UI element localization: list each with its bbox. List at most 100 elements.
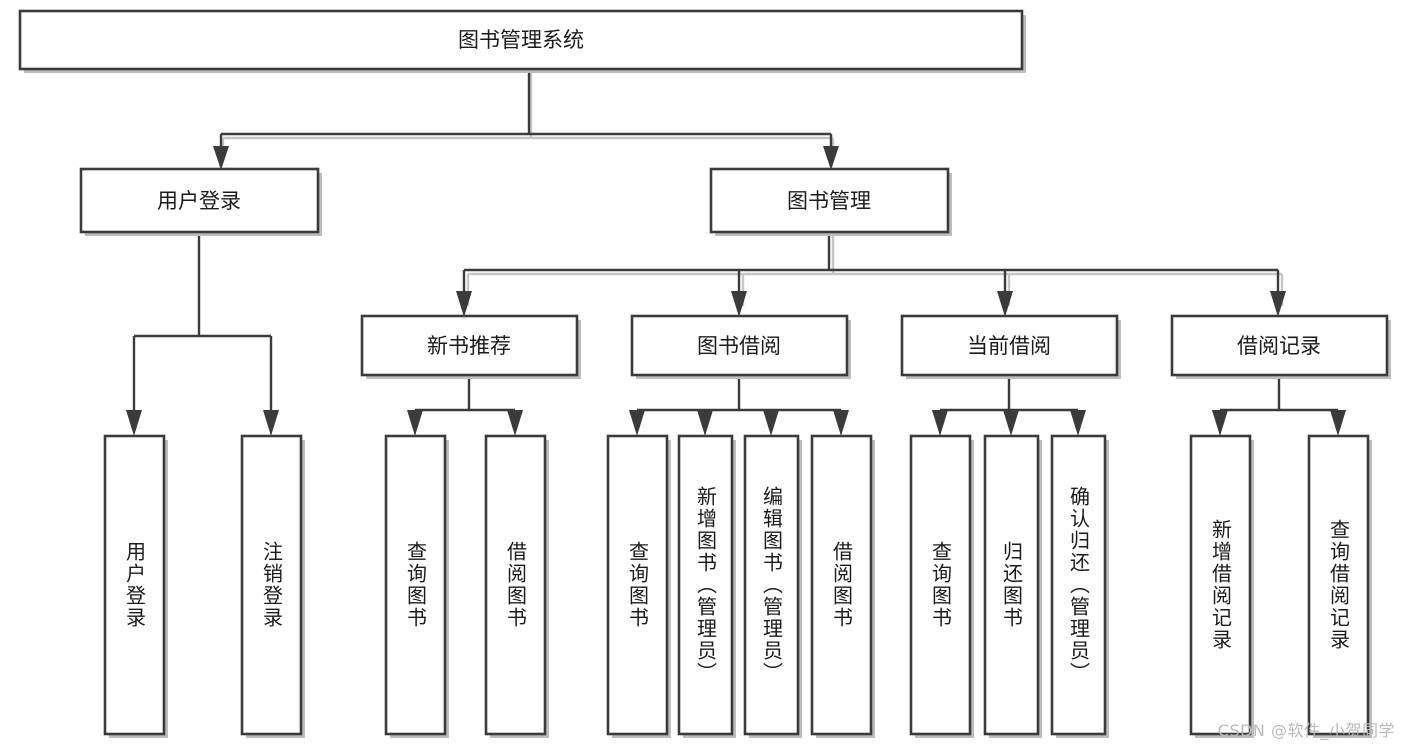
arrow-to-leaf-add-record	[1212, 410, 1228, 436]
arrow-to-leaf-logout	[263, 410, 279, 436]
leaf-logout-label-container: 注销登录	[259, 541, 284, 629]
arrow-to-new-book-rec	[456, 291, 472, 317]
book-borrow-box[interactable]	[630, 314, 849, 377]
edge-book-manage-to-level3	[462, 232, 1280, 302]
leaf-query-book-1-label-container: 查询图书	[403, 541, 428, 629]
arrow-to-leaf-edit-book	[763, 410, 779, 436]
node-leaf-borrow-book-1[interactable]: 借阅图书	[484, 434, 549, 738]
leaf-query-record-label: 查询借阅记录	[1326, 519, 1351, 651]
node-leaf-query-record[interactable]: 查询借阅记录	[1307, 434, 1372, 738]
arrow-to-leaf-query-book-1	[407, 410, 423, 436]
edges-layer	[126, 69, 1346, 436]
leaf-return-book-box[interactable]	[983, 434, 1040, 736]
leaf-borrow-book-1-label: 借阅图书	[503, 541, 528, 629]
leaf-borrow-book-1-box[interactable]	[484, 434, 547, 736]
node-borrow-record[interactable]: 借阅记录	[1170, 314, 1391, 379]
borrow-record-label: 借阅记录	[1237, 334, 1321, 358]
arrow-to-leaf-user-login	[126, 410, 142, 436]
leaf-add-book-label: 新增图书（管理员）	[693, 486, 718, 684]
node-leaf-add-record[interactable]: 新增借阅记录	[1189, 434, 1254, 738]
leaf-add-record-box[interactable]	[1189, 434, 1252, 736]
leaf-user-login-box[interactable]	[103, 434, 166, 736]
edge-book-borrow-to-leaves	[635, 375, 843, 420]
leaf-query-book-3-label: 查询图书	[928, 541, 953, 629]
node-current-borrow[interactable]: 当前借阅	[900, 314, 1121, 379]
leaf-user-login-label-container: 用户登录	[122, 541, 147, 629]
leaf-borrow-book-2-label-container: 借阅图书	[829, 541, 854, 629]
leaves-layer: 用户登录 注销登录 查询图书 借阅图书 查询图书 新增图书（管理员） 编辑图书（管理员） 借阅…	[103, 434, 1372, 738]
book-manage-label: 图书管理	[787, 189, 871, 213]
current-borrow-label: 当前借阅	[967, 334, 1051, 358]
node-book-manage[interactable]: 图书管理	[709, 167, 952, 236]
leaf-logout-box[interactable]	[240, 434, 303, 736]
leaf-query-book-1-box[interactable]	[384, 434, 447, 736]
leaf-query-book-2-label-container: 查询图书	[625, 541, 650, 629]
edge-root-to-level2	[219, 69, 833, 156]
user-login-box[interactable]	[79, 167, 320, 234]
leaf-query-record-box[interactable]	[1307, 434, 1370, 736]
leaf-borrow-book-2-box[interactable]	[810, 434, 873, 736]
arrow-to-book-manage	[823, 146, 839, 170]
arrow-to-leaf-borrow-book-2	[833, 410, 849, 436]
leaf-edit-book-label: 编辑图书（管理员）	[759, 486, 784, 684]
leaf-edit-book-label-container: 编辑图书（管理员）	[759, 486, 784, 684]
leaf-user-login-label: 用户登录	[122, 541, 147, 629]
leaf-query-book-3-box[interactable]	[909, 434, 972, 736]
leaf-confirm-return-label-container: 确认归还（管理员）	[1066, 486, 1091, 684]
leaf-confirm-return-label: 确认归还（管理员）	[1066, 486, 1091, 684]
edge-new-book-rec-to-leaves	[413, 375, 517, 420]
new-book-rec-box[interactable]	[360, 314, 579, 377]
leaf-add-book-label-container: 新增图书（管理员）	[693, 486, 718, 684]
leaf-return-book-label-container: 归还图书	[999, 541, 1024, 629]
book-borrow-label: 图书借阅	[697, 334, 781, 358]
leaf-logout-label: 注销登录	[259, 541, 284, 629]
arrow-to-current-borrow	[997, 291, 1013, 317]
node-new-book-rec[interactable]: 新书推荐	[360, 314, 581, 379]
leaf-query-book-2-label: 查询图书	[625, 541, 650, 629]
arrow-to-user-login	[213, 146, 229, 170]
leaf-add-book-box[interactable]	[677, 434, 734, 736]
arrow-to-borrow-record	[1270, 291, 1286, 317]
node-leaf-user-login[interactable]: 用户登录	[103, 434, 168, 738]
arrow-to-leaf-confirm-return	[1070, 410, 1086, 436]
current-borrow-box[interactable]	[900, 314, 1119, 377]
node-leaf-return-book[interactable]: 归还图书	[983, 434, 1042, 738]
leaf-return-book-label: 归还图书	[999, 541, 1024, 629]
leaf-add-record-label: 新增借阅记录	[1208, 519, 1233, 651]
new-book-rec-label: 新书推荐	[427, 334, 511, 358]
leaf-edit-book-box[interactable]	[743, 434, 800, 736]
leaf-borrow-book-1-label-container: 借阅图书	[503, 541, 528, 629]
arrow-to-leaf-query-record	[1330, 410, 1346, 436]
node-leaf-query-book-3[interactable]: 查询图书	[909, 434, 974, 738]
leaf-borrow-book-2-label: 借阅图书	[829, 541, 854, 629]
arrow-to-leaf-query-book-3	[932, 410, 948, 436]
borrow-record-box[interactable]	[1170, 314, 1389, 377]
node-user-login[interactable]: 用户登录	[79, 167, 322, 236]
node-leaf-logout[interactable]: 注销登录	[240, 434, 305, 738]
node-leaf-borrow-book-2[interactable]: 借阅图书	[810, 434, 875, 738]
user-login-label: 用户登录	[157, 189, 241, 213]
root-label: 图书管理系统	[458, 28, 584, 52]
book-manage-box[interactable]	[709, 167, 950, 234]
edge-borrow-record-to-leaves	[1218, 375, 1340, 420]
node-book-borrow[interactable]: 图书借阅	[630, 314, 851, 379]
leaf-add-record-label-container: 新增借阅记录	[1208, 519, 1233, 651]
arrow-to-leaf-add-book	[697, 410, 713, 436]
node-leaf-add-book[interactable]: 新增图书（管理员）	[677, 434, 736, 738]
leaf-query-book-2-box[interactable]	[606, 434, 669, 736]
node-leaf-query-book-1[interactable]: 查询图书	[384, 434, 449, 738]
node-leaf-edit-book[interactable]: 编辑图书（管理员）	[743, 434, 802, 738]
root-box[interactable]	[18, 9, 1024, 71]
node-leaf-query-book-2[interactable]: 查询图书	[606, 434, 671, 738]
node-leaf-confirm-return[interactable]: 确认归还（管理员）	[1050, 434, 1109, 738]
arrow-to-book-borrow	[731, 291, 747, 317]
arrow-to-leaf-borrow-book-1	[507, 410, 523, 436]
arrow-to-leaf-query-book-2	[629, 410, 645, 436]
leaf-query-record-label-container: 查询借阅记录	[1326, 519, 1351, 651]
arrow-to-leaf-return-book	[1003, 410, 1019, 436]
leaf-query-book-1-label: 查询图书	[403, 541, 428, 629]
edge-user-login-to-leaves	[132, 232, 273, 420]
node-root[interactable]: 图书管理系统	[18, 9, 1026, 73]
leaf-confirm-return-box[interactable]	[1050, 434, 1107, 736]
